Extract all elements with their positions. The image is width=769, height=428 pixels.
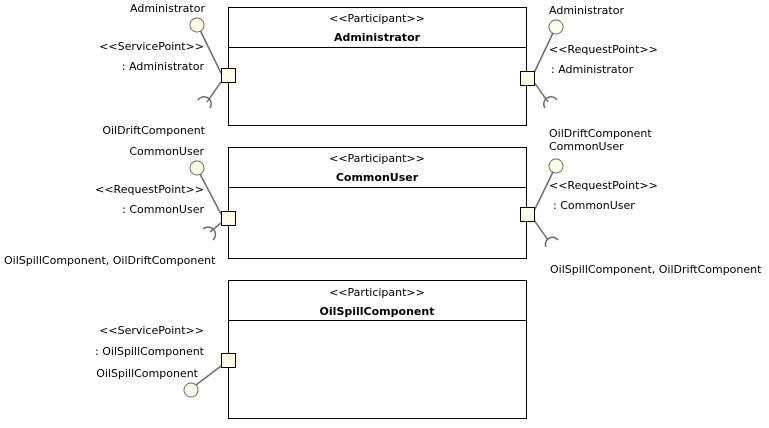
port-square[interactable] [221, 68, 236, 83]
required-interface-name-label: OilDriftComponent [549, 127, 652, 140]
participant-name: CommonUser [336, 171, 419, 184]
participant-stereotype: <<Participant>> [329, 12, 425, 25]
participant-box[interactable] [228, 147, 527, 259]
required-interface-line [209, 222, 222, 233]
port-right-commonuser[interactable]: CommonUser <<RequestPoint>> : CommonUser… [520, 140, 763, 276]
port-right-administrator[interactable]: Administrator <<RequestPoint>> : Adminis… [520, 4, 658, 140]
interface-name-label: Administrator [130, 2, 205, 15]
provided-interface-icon[interactable] [183, 382, 199, 398]
port-square[interactable] [520, 207, 535, 222]
port-left-commonuser[interactable]: CommonUser <<RequestPoint>> : CommonUser… [4, 145, 236, 267]
port-square[interactable] [221, 211, 236, 226]
participant-name: OilSpillComponent [320, 305, 435, 318]
participant-box[interactable] [228, 7, 527, 126]
port-type-label: : CommonUser [122, 203, 204, 216]
provided-interface-icon[interactable] [189, 17, 205, 33]
participant-oilspillcomponent[interactable]: <<Participant>> OilSpillComponent [228, 280, 527, 419]
provided-interface-icon[interactable] [548, 158, 564, 174]
port-type-label: : OilSpillComponent [95, 345, 205, 358]
interface-name-label: CommonUser [549, 140, 624, 153]
provided-interface-icon[interactable] [189, 160, 205, 176]
port-stereotype-label: <<ServicePoint>> [99, 324, 204, 337]
participant-name: Administrator [334, 31, 421, 44]
port-stereotype-label: <<RequestPoint>> [549, 179, 658, 192]
port-left-oilspillcomponent[interactable]: <<ServicePoint>> : OilSpillComponent Oil… [95, 324, 236, 398]
port-type-label: : CommonUser [553, 199, 635, 212]
port-type-label: : Administrator [551, 63, 634, 76]
provided-interface-name-label: OilSpillComponent [96, 367, 198, 380]
required-interface-name-label: OilSpillComponent, OilDriftComponent [4, 254, 216, 267]
required-interface-icon[interactable] [197, 96, 212, 109]
participant-stereotype: <<Participant>> [329, 152, 425, 165]
required-interface-line [533, 219, 549, 241]
provided-interface-line [195, 365, 222, 386]
port-type-label: : Administrator [122, 60, 205, 73]
port-stereotype-label: <<RequestPoint>> [95, 183, 204, 196]
port-stereotype-label: <<RequestPoint>> [549, 43, 658, 56]
port-left-administrator[interactable]: Administrator <<ServicePoint>> : Adminis… [99, 2, 236, 137]
required-interface-name-label: OilSpillComponent, OilDriftComponent [550, 263, 762, 276]
provided-interface-line [533, 171, 554, 212]
port-square[interactable] [221, 353, 236, 368]
provided-interface-icon[interactable] [548, 19, 564, 35]
participant-commonuser[interactable]: <<Participant>> CommonUser [228, 147, 527, 259]
required-interface-icon[interactable] [543, 96, 558, 109]
participant-box[interactable] [228, 280, 527, 419]
participant-administrator[interactable]: <<Participant>> Administrator [228, 7, 527, 126]
required-interface-icon[interactable] [544, 236, 559, 248]
port-stereotype-label: <<ServicePoint>> [99, 40, 204, 53]
provided-interface-line [533, 32, 554, 74]
provided-interface-line [199, 29, 222, 74]
required-interface-icon[interactable] [202, 226, 217, 241]
interface-name-label: Administrator [549, 4, 624, 17]
provided-interface-line [199, 173, 222, 215]
required-interface-name-label: OilDriftComponent [102, 124, 205, 137]
port-square[interactable] [520, 71, 535, 86]
interface-name-label: CommonUser [129, 145, 204, 158]
participant-stereotype: <<Participant>> [329, 286, 425, 299]
